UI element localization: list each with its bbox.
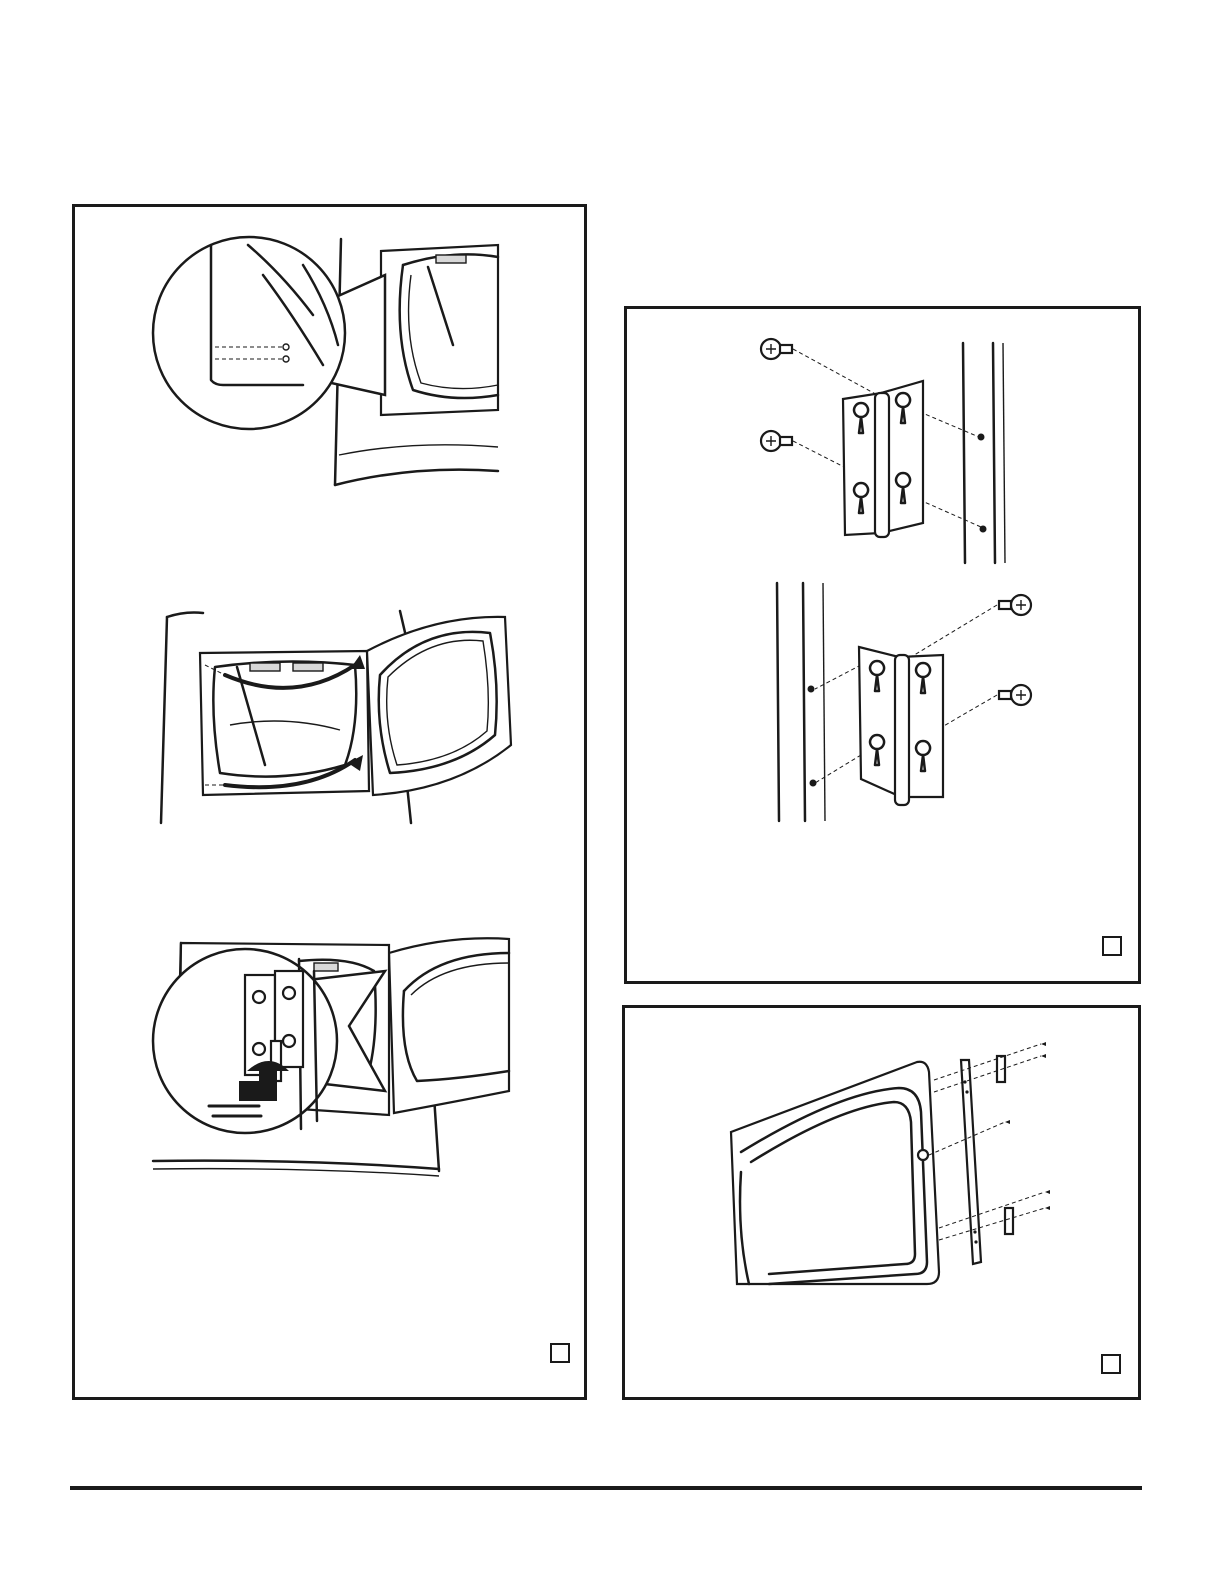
figure-swing-door-open bbox=[155, 605, 515, 825]
screw-icon bbox=[761, 431, 792, 451]
screw-icon bbox=[1041, 1054, 1046, 1058]
step-checkbox[interactable] bbox=[1101, 1354, 1121, 1374]
footer-rule bbox=[70, 1486, 1142, 1490]
step-panel-door-removal bbox=[72, 204, 587, 1400]
step-checkbox[interactable] bbox=[1102, 936, 1122, 956]
screw-icon bbox=[1041, 1042, 1046, 1046]
screw-icon bbox=[999, 685, 1031, 705]
figure-strike-plate-swap bbox=[729, 1032, 1059, 1292]
screw-icon bbox=[1045, 1206, 1050, 1210]
screw-icon bbox=[761, 339, 792, 359]
step-panel-strike-plate bbox=[622, 1005, 1141, 1400]
screw-icon bbox=[999, 595, 1031, 615]
figure-hinge-screws-top bbox=[753, 337, 1023, 567]
figure-slide-door-off-hinge bbox=[149, 931, 509, 1181]
figure-hinge-screws-bottom bbox=[771, 579, 1041, 825]
screw-icon bbox=[1005, 1120, 1010, 1124]
step-checkbox[interactable] bbox=[550, 1343, 570, 1363]
figure-remove-door-screws bbox=[153, 235, 503, 495]
screw-icon bbox=[1045, 1190, 1050, 1194]
step-panel-move-hinges bbox=[624, 306, 1141, 984]
